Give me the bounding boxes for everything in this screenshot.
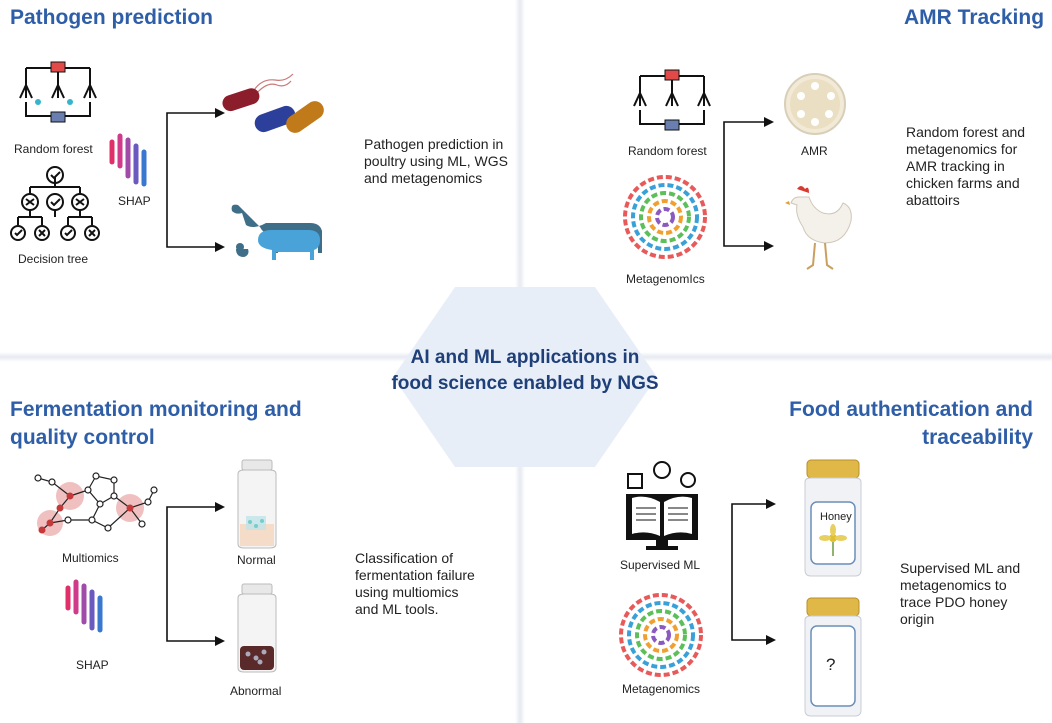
supervised-ml-icon (626, 461, 698, 550)
decision-tree-label: Decision tree (18, 252, 89, 266)
amr-description: Random forest and metagenomics for AMR t… (906, 124, 1026, 208)
fermentation-description: Classification of fermentation failure u… (355, 550, 475, 617)
authentication-title: Food authentication and traceability (789, 398, 1033, 449)
chicken-icon (785, 186, 852, 270)
abnormal-label: Abnormal (230, 684, 282, 698)
bracket-arrows (731, 499, 776, 645)
center-hexagon (393, 287, 657, 467)
unknown-jar-icon (804, 597, 862, 717)
random-forest-label: Random forest (628, 144, 707, 158)
honey-label: Honey (820, 511, 852, 523)
multiomics-label: Multiomics (62, 551, 119, 565)
decision-tree-icon (10, 166, 100, 241)
shap-icon (65, 579, 103, 633)
amr-title: AMR Tracking (904, 6, 1045, 29)
normal-jar-icon (237, 459, 277, 549)
honey-jar-icon (804, 459, 862, 577)
metagenomics-icon (623, 175, 707, 259)
shap-label: SHAP (76, 658, 109, 672)
abnormal-jar-icon (237, 583, 277, 673)
pathogen-description: Pathogen prediction in poultry using ML,… (364, 136, 508, 186)
bacteria-icon (222, 73, 324, 133)
authentication-description: Supervised ML and metagenomics to trace … (900, 560, 1021, 627)
shap-icon (109, 133, 147, 187)
multiomics-network-icon (34, 472, 158, 536)
livestock-icon (231, 204, 322, 260)
metagenomics-label: Metagenomics (622, 682, 701, 696)
bracket-arrows (723, 117, 774, 251)
random-forest-icon (633, 69, 711, 131)
random-forest-icon (19, 61, 97, 123)
pathogen-title: Pathogen prediction (10, 6, 214, 29)
petri-dish-icon (784, 73, 846, 135)
random-forest-label: Random forest (14, 142, 93, 156)
bracket-arrows (166, 502, 225, 646)
amr-label: AMR (801, 144, 828, 158)
metagenomics-label: MetagenomIcs (626, 272, 705, 286)
normal-label: Normal (237, 553, 276, 567)
shap-label: SHAP (118, 194, 151, 208)
center-title: AI and ML applications in food science e… (391, 347, 659, 394)
unknown-label: ? (826, 655, 836, 674)
supervised-ml-label: Supervised ML (620, 558, 701, 572)
metagenomics-icon (619, 593, 703, 677)
bracket-arrows (166, 108, 225, 252)
fermentation-title: Fermentation monitoring and quality cont… (10, 398, 302, 449)
